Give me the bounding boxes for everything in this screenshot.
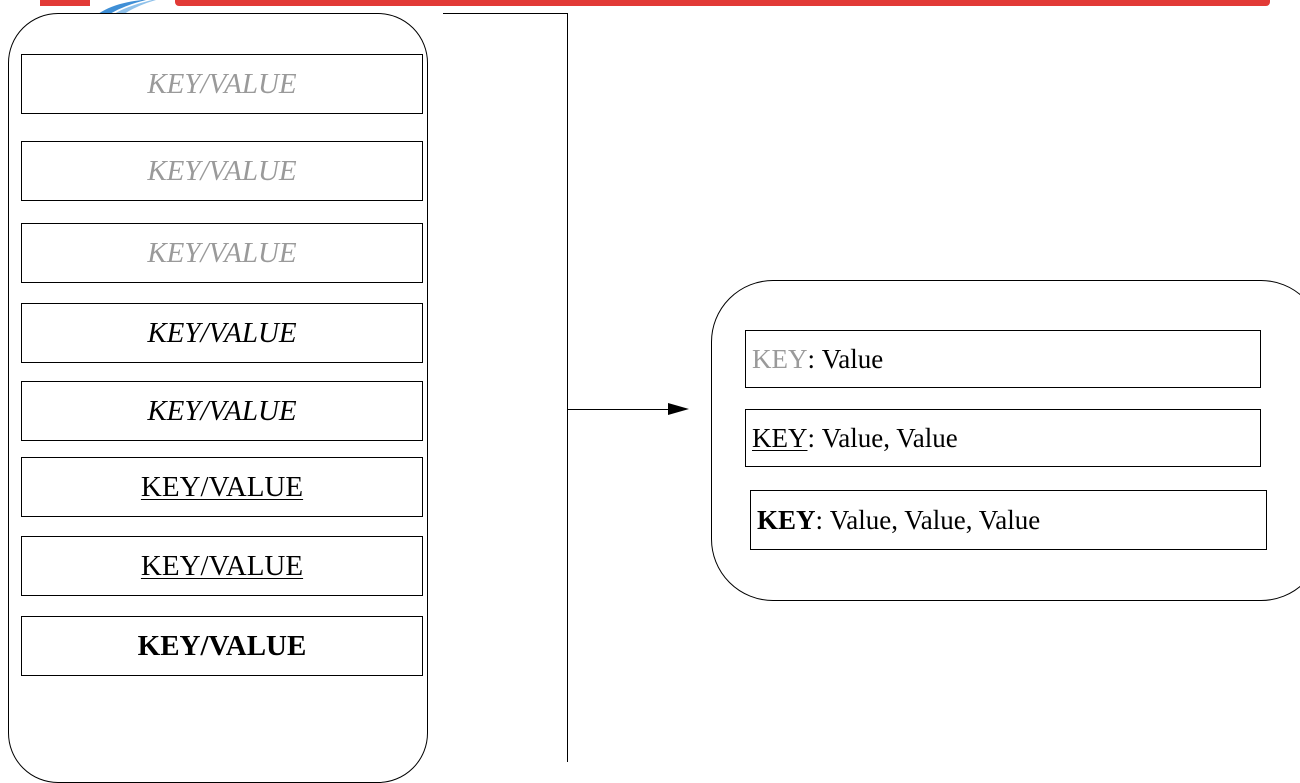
entry-separator: : <box>807 422 822 453</box>
kv-label: KEY/VALUE <box>147 394 297 427</box>
entry-key: KEY <box>757 504 816 535</box>
key-value-list-group: KEY/VALUE KEY/VALUE KEY/VALUE KEY/VALUE … <box>8 13 428 783</box>
kv-label: KEY/VALUE <box>147 236 297 269</box>
entry-value: Value <box>821 343 884 374</box>
header-bar <box>175 0 1270 6</box>
kv-label: KEY/VALUE <box>147 154 297 187</box>
entry-separator: : <box>807 343 822 374</box>
entry-grey-key: KEY: Value <box>745 330 1261 388</box>
kv-item-grey-italic: KEY/VALUE <box>21 141 423 201</box>
header-accent-tab <box>40 0 90 6</box>
entry-underline-key: KEY: Value, Value <box>745 409 1261 467</box>
kv-label: KEY/VALUE <box>140 470 304 503</box>
entry-key: KEY <box>752 343 808 374</box>
kv-label: KEY/VALUE <box>140 549 304 582</box>
kv-item-grey-italic: KEY/VALUE <box>21 54 423 114</box>
entry-key: KEY <box>752 422 808 453</box>
key-entries-group: KEY: Value KEY: Value, Value KEY: Value,… <box>711 280 1300 601</box>
kv-label: KEY/VALUE <box>147 67 297 100</box>
connector-line-vertical <box>567 13 568 762</box>
kv-item-bold: KEY/VALUE <box>21 616 423 676</box>
entry-separator: : <box>815 504 830 535</box>
arrow-connector <box>567 409 672 410</box>
kv-item-underline: KEY/VALUE <box>21 536 423 596</box>
logo-swoosh-icon <box>96 0 166 14</box>
arrow-right-icon <box>668 403 689 415</box>
kv-item-underline: KEY/VALUE <box>21 457 423 517</box>
entry-value: Value, Value <box>821 422 958 453</box>
entry-value: Value, Value, Value <box>829 504 1041 535</box>
kv-label: KEY/VALUE <box>137 629 307 662</box>
kv-label: KEY/VALUE <box>147 316 297 349</box>
kv-item-grey-italic: KEY/VALUE <box>21 223 423 283</box>
kv-item-italic: KEY/VALUE <box>21 303 423 363</box>
connector-line-top <box>443 13 568 14</box>
kv-item-italic: KEY/VALUE <box>21 381 423 441</box>
entry-bold-key: KEY: Value, Value, Value <box>750 490 1267 550</box>
